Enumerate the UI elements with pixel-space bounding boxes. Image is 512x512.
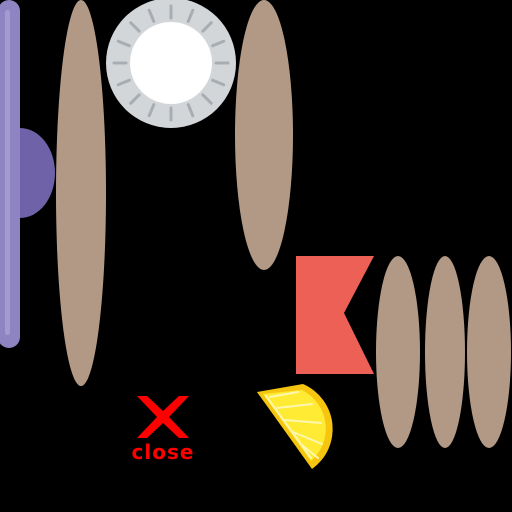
bread-loaf-icon[interactable] — [425, 256, 465, 448]
bread-loaf-icon[interactable] — [467, 256, 511, 448]
red-flag-icon[interactable] — [296, 256, 374, 374]
lemon-slice-icon[interactable] — [257, 384, 333, 469]
bread-loaf-icon[interactable] — [376, 256, 420, 448]
close-button[interactable]: close — [118, 388, 208, 470]
bread-loaf-icon[interactable] — [235, 0, 293, 270]
purple-plate-icon[interactable] — [0, 0, 55, 348]
close-label: close — [131, 440, 195, 464]
bread-loaf-icon[interactable] — [56, 0, 106, 386]
dinner-plate-icon[interactable] — [106, 0, 236, 128]
close-icon — [137, 396, 189, 438]
